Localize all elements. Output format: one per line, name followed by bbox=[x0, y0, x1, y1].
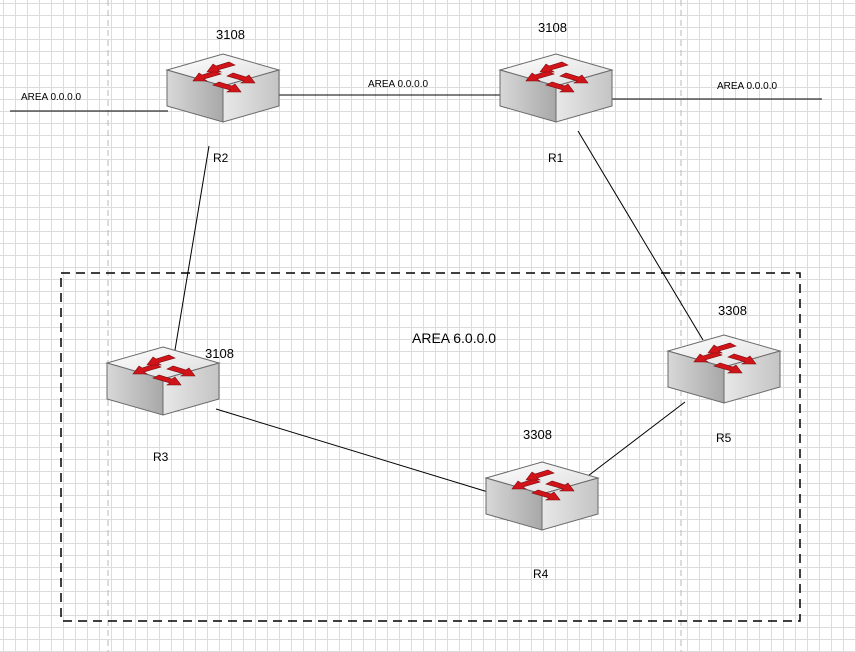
router-name-label: R1 bbox=[548, 151, 564, 165]
router-r4[interactable]: 3308 R4 bbox=[485, 427, 599, 581]
switch-icon bbox=[485, 461, 599, 531]
switch-icon bbox=[106, 346, 220, 416]
switch-icon bbox=[166, 53, 280, 123]
router-model-label: 3108 bbox=[538, 20, 567, 35]
area-label-area-6: AREA 6.0.0.0 bbox=[412, 330, 496, 346]
link-r2-r3 bbox=[174, 145, 210, 351]
area-label-backbone-left: AREA 0.0.0.0 bbox=[21, 92, 81, 103]
link-r5-r4 bbox=[579, 401, 686, 483]
router-model-label: 3108 bbox=[216, 27, 245, 42]
area-label-backbone-right: AREA 0.0.0.0 bbox=[717, 81, 777, 92]
router-model-label: 3108 bbox=[205, 346, 234, 361]
router-model-label: 3308 bbox=[718, 303, 747, 318]
link-r1-r5 bbox=[577, 130, 704, 341]
router-r3[interactable]: 3108 R3 bbox=[106, 346, 234, 464]
page-guides bbox=[107, 0, 682, 652]
router-r2[interactable]: 3108 R2 bbox=[166, 27, 280, 165]
switch-icon bbox=[667, 334, 781, 404]
area-6-boundary bbox=[60, 272, 801, 622]
links bbox=[10, 94, 822, 493]
area-label-backbone-middle: AREA 0.0.0.0 bbox=[368, 79, 428, 90]
switch-icon bbox=[499, 53, 613, 123]
link-r3-r4 bbox=[215, 408, 489, 493]
router-name-label: R3 bbox=[153, 450, 169, 464]
router-model-label: 3308 bbox=[523, 427, 552, 442]
router-name-label: R5 bbox=[716, 431, 732, 445]
router-r1[interactable]: 3108 R1 bbox=[499, 20, 613, 165]
router-r5[interactable]: 3308 R5 bbox=[667, 303, 781, 445]
router-name-label: R2 bbox=[213, 151, 229, 165]
router-name-label: R4 bbox=[533, 567, 549, 581]
